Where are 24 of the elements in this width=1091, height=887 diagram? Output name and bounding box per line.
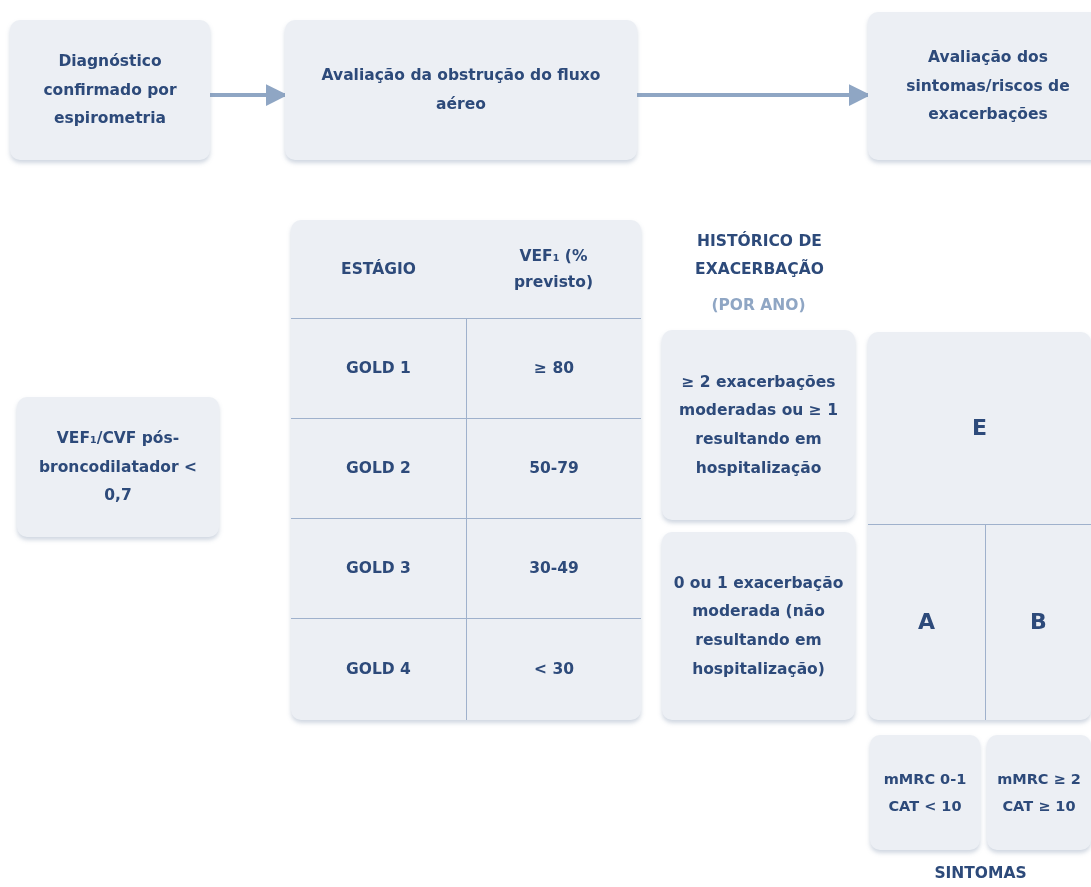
group-cell: B xyxy=(985,525,1091,720)
table-cell: GOLD 4 xyxy=(291,618,466,720)
column-header: ESTÁGIO xyxy=(340,258,417,280)
table-cell: 50-79 xyxy=(466,418,641,518)
process-box: Avaliação da obstrução do fluxo aéreo xyxy=(285,20,637,160)
table-cell: GOLD 3 xyxy=(291,518,466,618)
process-box: Avaliação dos sintomas/riscos de exacerbações xyxy=(868,12,1091,160)
table-cell: ≥ 80 xyxy=(466,318,641,418)
criterion-box: VEF₁/CVF pós-broncodilatador < 0,7 xyxy=(17,397,219,537)
table-cell: < 30 xyxy=(466,618,641,720)
table-cell: 30-49 xyxy=(466,518,641,618)
table-cell: GOLD 1 xyxy=(291,318,466,418)
group-cell: A xyxy=(868,525,985,720)
group-cell: E xyxy=(868,332,1091,525)
axis-heading: SINTOMAS xyxy=(933,863,1028,884)
symptom-box: mMRC ≥ 2 CAT ≥ 10 xyxy=(987,735,1091,850)
column-header: VEF₁ (% previsto) xyxy=(512,245,594,293)
column-heading: HISTÓRICO DE EXACERBAÇÃO xyxy=(694,230,825,280)
history-box: ≥ 2 exacerbações moderadas ou ≥ 1 resultando em hospitalização xyxy=(662,330,855,520)
history-box: 0 ou 1 exacerbação moderada (não resultando em hospitalização) xyxy=(662,532,855,720)
process-box: Diagnóstico confirmado por espirometria xyxy=(10,20,210,160)
table-cell: GOLD 2 xyxy=(291,418,466,518)
column-subheading: (POR ANO) xyxy=(710,295,807,316)
symptom-box: mMRC 0-1 CAT < 10 xyxy=(870,735,980,850)
